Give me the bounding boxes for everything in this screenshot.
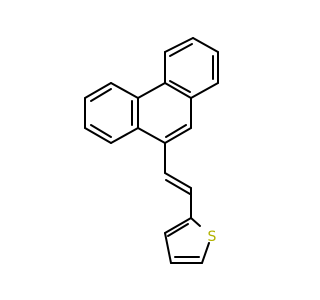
structure-drawing: S [84, 37, 219, 264]
double-bond-inner [165, 124, 187, 138]
bond [190, 217, 201, 227]
bond [164, 127, 192, 144]
bond [164, 232, 172, 264]
bond [110, 127, 139, 144]
bond [192, 37, 219, 53]
upper-benzene-ring [164, 37, 219, 99]
double-bond-inner [90, 88, 112, 102]
bond [137, 127, 166, 144]
bond [201, 242, 210, 264]
bond [110, 82, 139, 99]
bond [164, 37, 194, 53]
bond [164, 217, 192, 234]
double-bond-inner [90, 124, 112, 138]
bond [164, 82, 192, 99]
double-bond-inner [169, 80, 191, 93]
bond [137, 82, 166, 99]
central-ring [137, 82, 192, 144]
bond [84, 127, 112, 144]
bond [164, 172, 192, 189]
vinyl-linker [164, 142, 192, 219]
thiophene-ring: S [164, 217, 217, 264]
double-bond-inner [167, 223, 189, 237]
left-benzene-ring [84, 82, 139, 144]
double-bond-inner [165, 179, 191, 195]
molecule-canvas: S [84, 37, 219, 264]
double-bond-inner [169, 43, 193, 57]
bond [190, 82, 219, 99]
bond [84, 82, 112, 99]
sulfur-atom-label: S [208, 229, 217, 245]
